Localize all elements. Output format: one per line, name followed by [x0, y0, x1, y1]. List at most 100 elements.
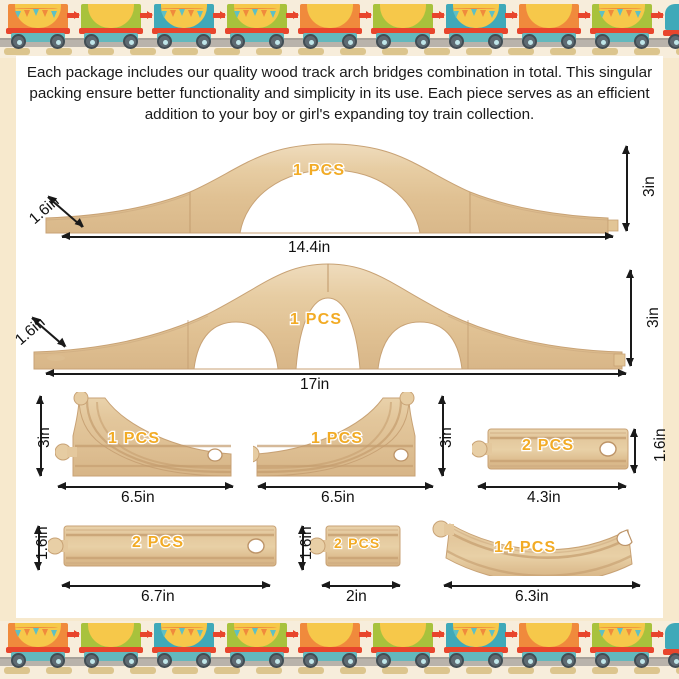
piece-single-arch-bridge: 1 PCS — [40, 140, 620, 236]
train-wheel — [522, 34, 537, 49]
bunting-flag — [33, 628, 39, 635]
bunting-decoration — [233, 625, 277, 637]
dimline-height-bridge1 — [623, 145, 630, 232]
train-car-chassis — [371, 647, 435, 653]
rail-sleeper — [382, 48, 408, 55]
bunting-flag — [471, 9, 477, 16]
train-car-chassis — [79, 28, 143, 34]
dimline-length-switch-left — [57, 483, 234, 490]
bunting-string — [14, 627, 58, 629]
rail-sleeper — [466, 48, 492, 55]
train-car — [590, 4, 664, 49]
bunting-string — [452, 627, 496, 629]
dimline-height-switch-right — [439, 395, 446, 477]
bunting-flag — [261, 629, 267, 636]
train-car-undercarriage — [303, 33, 357, 42]
train-car-body — [373, 623, 433, 647]
train-wheel — [196, 34, 211, 49]
bunting-flag — [243, 629, 249, 636]
bunting-flag — [252, 9, 258, 16]
train-car — [6, 4, 80, 49]
train-car-chassis — [225, 647, 289, 653]
dim-height-bridge1: 3in — [641, 176, 658, 197]
locomotive-chassis — [663, 649, 679, 655]
bunting-flag — [42, 10, 48, 17]
train-car — [444, 623, 518, 668]
bunting-string — [160, 627, 204, 629]
rail-sleeper — [298, 48, 324, 55]
rail-sleeper — [592, 48, 618, 55]
train-wheel — [50, 653, 65, 668]
train-coupler — [67, 11, 80, 19]
train-car — [517, 4, 591, 49]
bunting-string — [598, 8, 642, 10]
bunting-flag — [234, 11, 240, 18]
train-car-undercarriage — [84, 33, 138, 42]
train-border-top — [0, 0, 679, 58]
dimline-length-straight-mini — [321, 582, 401, 589]
train-wheel — [50, 34, 65, 49]
train-wheel — [230, 34, 245, 49]
train-car-undercarriage — [449, 33, 503, 42]
qty-label-switch-right: 1 PCS — [310, 429, 364, 449]
train-car-chassis — [517, 28, 581, 34]
bunting-flag — [179, 628, 185, 635]
bunting-decoration — [14, 625, 58, 637]
straight-track-long-shape — [46, 525, 277, 567]
rail-sleeper — [4, 48, 30, 55]
bunting-flag — [480, 10, 486, 17]
train-car-chassis — [6, 28, 70, 34]
bunting-flag — [599, 630, 605, 637]
rail-sleeper — [382, 667, 408, 674]
train-car — [298, 623, 372, 668]
rail-sleeper — [340, 667, 366, 674]
rail-sleeper — [256, 667, 282, 674]
bunting-flag — [51, 11, 57, 18]
bunting-decoration — [14, 6, 58, 18]
train-car-chassis — [444, 647, 508, 653]
train-coupler — [578, 630, 591, 638]
train-car-undercarriage — [11, 33, 65, 42]
piece-straight-track-mini: 2 PCS — [308, 522, 415, 570]
train-wheel — [230, 653, 245, 668]
bunting-string — [452, 8, 496, 10]
rail-sleeper — [424, 48, 450, 55]
train-car-body — [300, 623, 360, 647]
bunting-flag — [51, 630, 57, 637]
dimline-length-bridge1 — [61, 233, 614, 240]
locomotive-chassis — [663, 30, 679, 36]
bunting-decoration — [160, 625, 204, 637]
dimline-length-bridge2 — [45, 370, 627, 377]
rail-sleeper — [508, 667, 534, 674]
train-wheel — [11, 34, 26, 49]
bunting-flag — [15, 630, 21, 637]
dim-length-bridge2: 17in — [300, 376, 330, 393]
train-car-undercarriage — [11, 652, 65, 661]
train-car-undercarriage — [522, 33, 576, 42]
train-coupler — [213, 11, 226, 19]
train-car-body — [519, 623, 579, 647]
train-wheel — [84, 34, 99, 49]
train-wheel — [449, 34, 464, 49]
rail-sleeper — [256, 48, 282, 55]
train-car-body — [300, 4, 360, 28]
train-wheel — [522, 653, 537, 668]
train-wheel — [595, 34, 610, 49]
dim-length-switch-left: 6.5in — [121, 489, 155, 506]
train-car-chassis — [225, 28, 289, 34]
bunting-flag — [197, 11, 203, 18]
qty-label-triple-arch-bridge: 1 PCS — [289, 310, 343, 330]
train-car-chassis — [444, 28, 508, 34]
train-coupler — [578, 11, 591, 19]
bunting-string — [233, 627, 277, 629]
train-car-body — [81, 623, 141, 647]
bunting-string — [14, 8, 58, 10]
train-wheel — [634, 34, 649, 49]
train-wheel — [157, 653, 172, 668]
bunting-flag — [161, 11, 167, 18]
train-wheel — [196, 653, 211, 668]
train-car — [79, 623, 153, 668]
train-wheel — [415, 34, 430, 49]
train-car-undercarriage — [376, 652, 430, 661]
dimline-length-straight-long — [61, 582, 271, 589]
